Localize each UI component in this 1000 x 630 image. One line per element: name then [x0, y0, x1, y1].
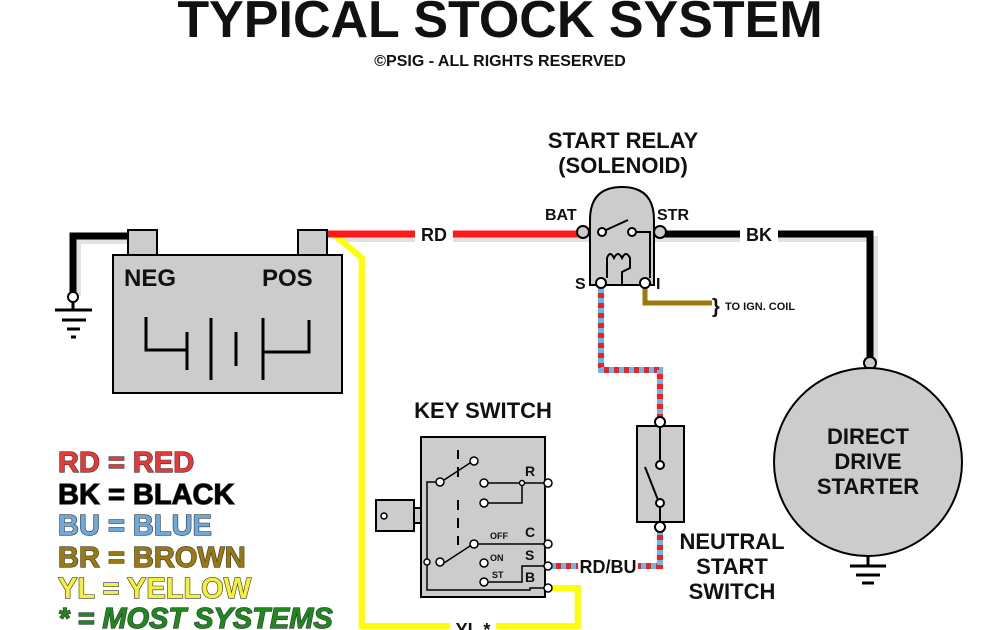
starter-line-2: DRIVE [834, 449, 901, 474]
key-on-label: ON [490, 553, 504, 563]
wire-label-bk: BK [746, 225, 772, 245]
color-legend: RD = RED BK = BLACK BU = BLUE BR = BROWN… [57, 446, 334, 630]
battery-neg-label: NEG [124, 265, 176, 292]
legend-black: BK = BLACK [58, 479, 234, 511]
legend-red: RD = RED [58, 447, 194, 479]
ground-icon [55, 302, 92, 339]
relay-i-label: I [656, 276, 660, 293]
key-switch: KEY SWITCH [375, 398, 553, 598]
neutral-line-3: SWITCH [689, 579, 776, 604]
starter-ground-icon [850, 556, 886, 585]
brown-wire [642, 288, 712, 306]
key-c-label: C [525, 524, 535, 540]
ground-wire-black [69, 232, 130, 293]
wire-label-yl: YL * [456, 620, 491, 630]
starter-motor: DIRECT DRIVE STARTER [773, 356, 963, 585]
relay-str-label: STR [657, 207, 689, 224]
battery-cells-icon [144, 317, 311, 380]
subtitle: ©PSIG - ALL RIGHTS RESERVED [374, 53, 626, 70]
relay-title-1: START RELAY [548, 128, 699, 153]
ign-coil-label: TO IGN. COIL [725, 301, 795, 313]
key-switch-title: KEY SWITCH [414, 398, 552, 423]
legend-blue: BU = BLUE [58, 510, 212, 542]
title: TYPICAL STOCK SYSTEM [177, 0, 822, 49]
starter-line-3: STARTER [817, 474, 919, 499]
neutral-start-switch: NEUTRAL START SWITCH [636, 416, 785, 604]
relay-s-label: S [575, 276, 586, 293]
start-relay: START RELAY (SOLENOID) BAT STR S I [545, 128, 698, 293]
starter-line-1: DIRECT [827, 424, 909, 449]
key-off-label: OFF [490, 531, 508, 541]
neutral-line-2: START [696, 554, 768, 579]
key-st-label: ST [492, 570, 504, 580]
key-r-label: R [525, 463, 535, 479]
key-s-label: S [525, 547, 534, 563]
relay-title-2: (SOLENOID) [558, 153, 688, 178]
legend-yellow: YL = YELLOW [58, 573, 252, 605]
neutral-line-1: NEUTRAL [679, 529, 784, 554]
legend-most-systems: * = MOST SYSTEMS [58, 603, 333, 630]
battery: NEG POS [112, 229, 343, 394]
ign-coil-bracket: } [712, 296, 720, 318]
black-wire [664, 230, 874, 358]
wire-label-rd: RD [421, 225, 447, 245]
wire-label-rdbu: RD/BU [580, 557, 637, 577]
battery-pos-label: POS [262, 265, 313, 292]
key-b-label: B [525, 569, 535, 585]
legend-brown: BR = BROWN [58, 542, 246, 574]
relay-bat-label: BAT [545, 207, 577, 224]
